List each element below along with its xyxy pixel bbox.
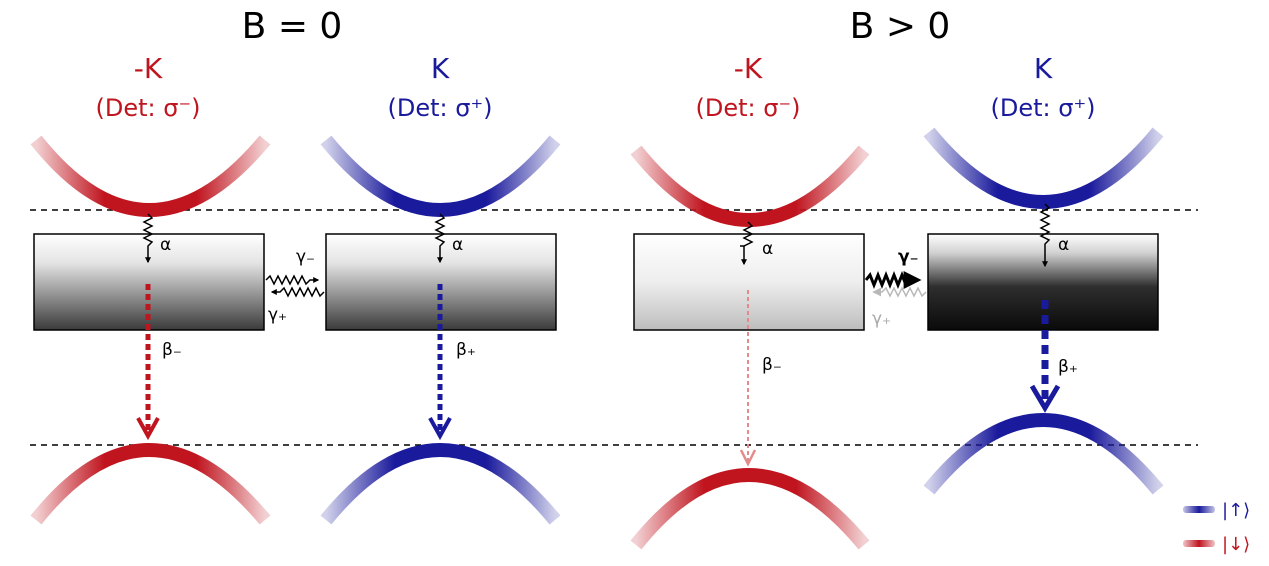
alpha-label-minus-k-bpos: α [762,239,773,259]
legend-label-spin-up: |↑⟩ [1222,500,1250,521]
gamma-minus-label-bpos: γ₋ [898,247,919,267]
conduction-band-minus-k-bpos [630,145,870,227]
detection-label-minus-k-bpos: (Det: σ⁻) [696,94,801,122]
detection-label-k-b0: (Det: σ⁺) [388,94,493,122]
beta-label-minus-k-b0: β₋ [162,340,182,360]
beta-arrow-k-bpos [1029,300,1061,413]
gamma-plus-label-bpos: γ₊ [872,309,891,329]
alpha-arrow-k-bpos [1039,203,1051,268]
legend-label-spin-down: |↓⟩ [1222,534,1250,555]
beta-label-minus-k-bpos: β₋ [762,355,782,375]
conduction-band-k-b0 [320,135,561,217]
beta-arrow-minus-k-bpos [739,290,757,467]
detection-label-minus-k-b0: (Det: σ⁻) [96,94,201,122]
panel-title-bpos: B > 0 [850,6,951,47]
gamma-plus-arrow-b0 [270,286,325,298]
gamma-minus-label-b0: γ₋ [296,247,315,267]
legend-swatch-spin-down [1183,540,1215,547]
detection-label-k-bpos: (Det: σ⁺) [991,94,1096,122]
beta-label-k-b0: β₊ [456,340,476,360]
gamma-plus-label-b0: γ₊ [268,305,287,325]
beta-label-k-bpos: β₊ [1058,357,1078,377]
conduction-band-minus-k-b0 [30,135,271,217]
beta-arrow-minus-k-b0 [136,284,160,441]
conduction-band-k-bpos [923,127,1164,209]
exciton-box-minus-k-bpos [633,233,865,331]
alpha-arrow-minus-k-bpos [740,221,754,266]
valley-label-k-b0: K [431,52,450,85]
valence-band-k-b0 [320,443,561,525]
alpha-label-k-bpos: α [1058,235,1069,255]
valence-band-minus-k-b0 [30,443,271,525]
gamma-minus-arrow-bpos [864,270,922,290]
panel-title-b0: B = 0 [242,6,343,47]
valley-label-k-bpos: K [1034,52,1053,85]
alpha-label-minus-k-b0: α [160,235,171,255]
legend: |↑⟩ |↓⟩ [1183,500,1250,555]
alpha-label-k-b0: α [452,235,463,255]
valley-label-minus-k-b0: -K [134,52,163,85]
valley-label-minus-k-bpos: -K [734,52,763,85]
gamma-minus-arrow-b0 [265,274,320,286]
legend-swatch-spin-up [1183,506,1215,513]
valence-band-k-bpos [923,413,1164,495]
alpha-arrow-k-b0 [434,213,446,264]
exciton-box-k-bpos [927,233,1159,331]
beta-arrow-k-b0 [428,284,452,441]
gamma-plus-arrow-bpos [872,286,927,298]
valence-band-minus-k-bpos [630,468,870,550]
alpha-arrow-minus-k-b0 [142,213,154,264]
